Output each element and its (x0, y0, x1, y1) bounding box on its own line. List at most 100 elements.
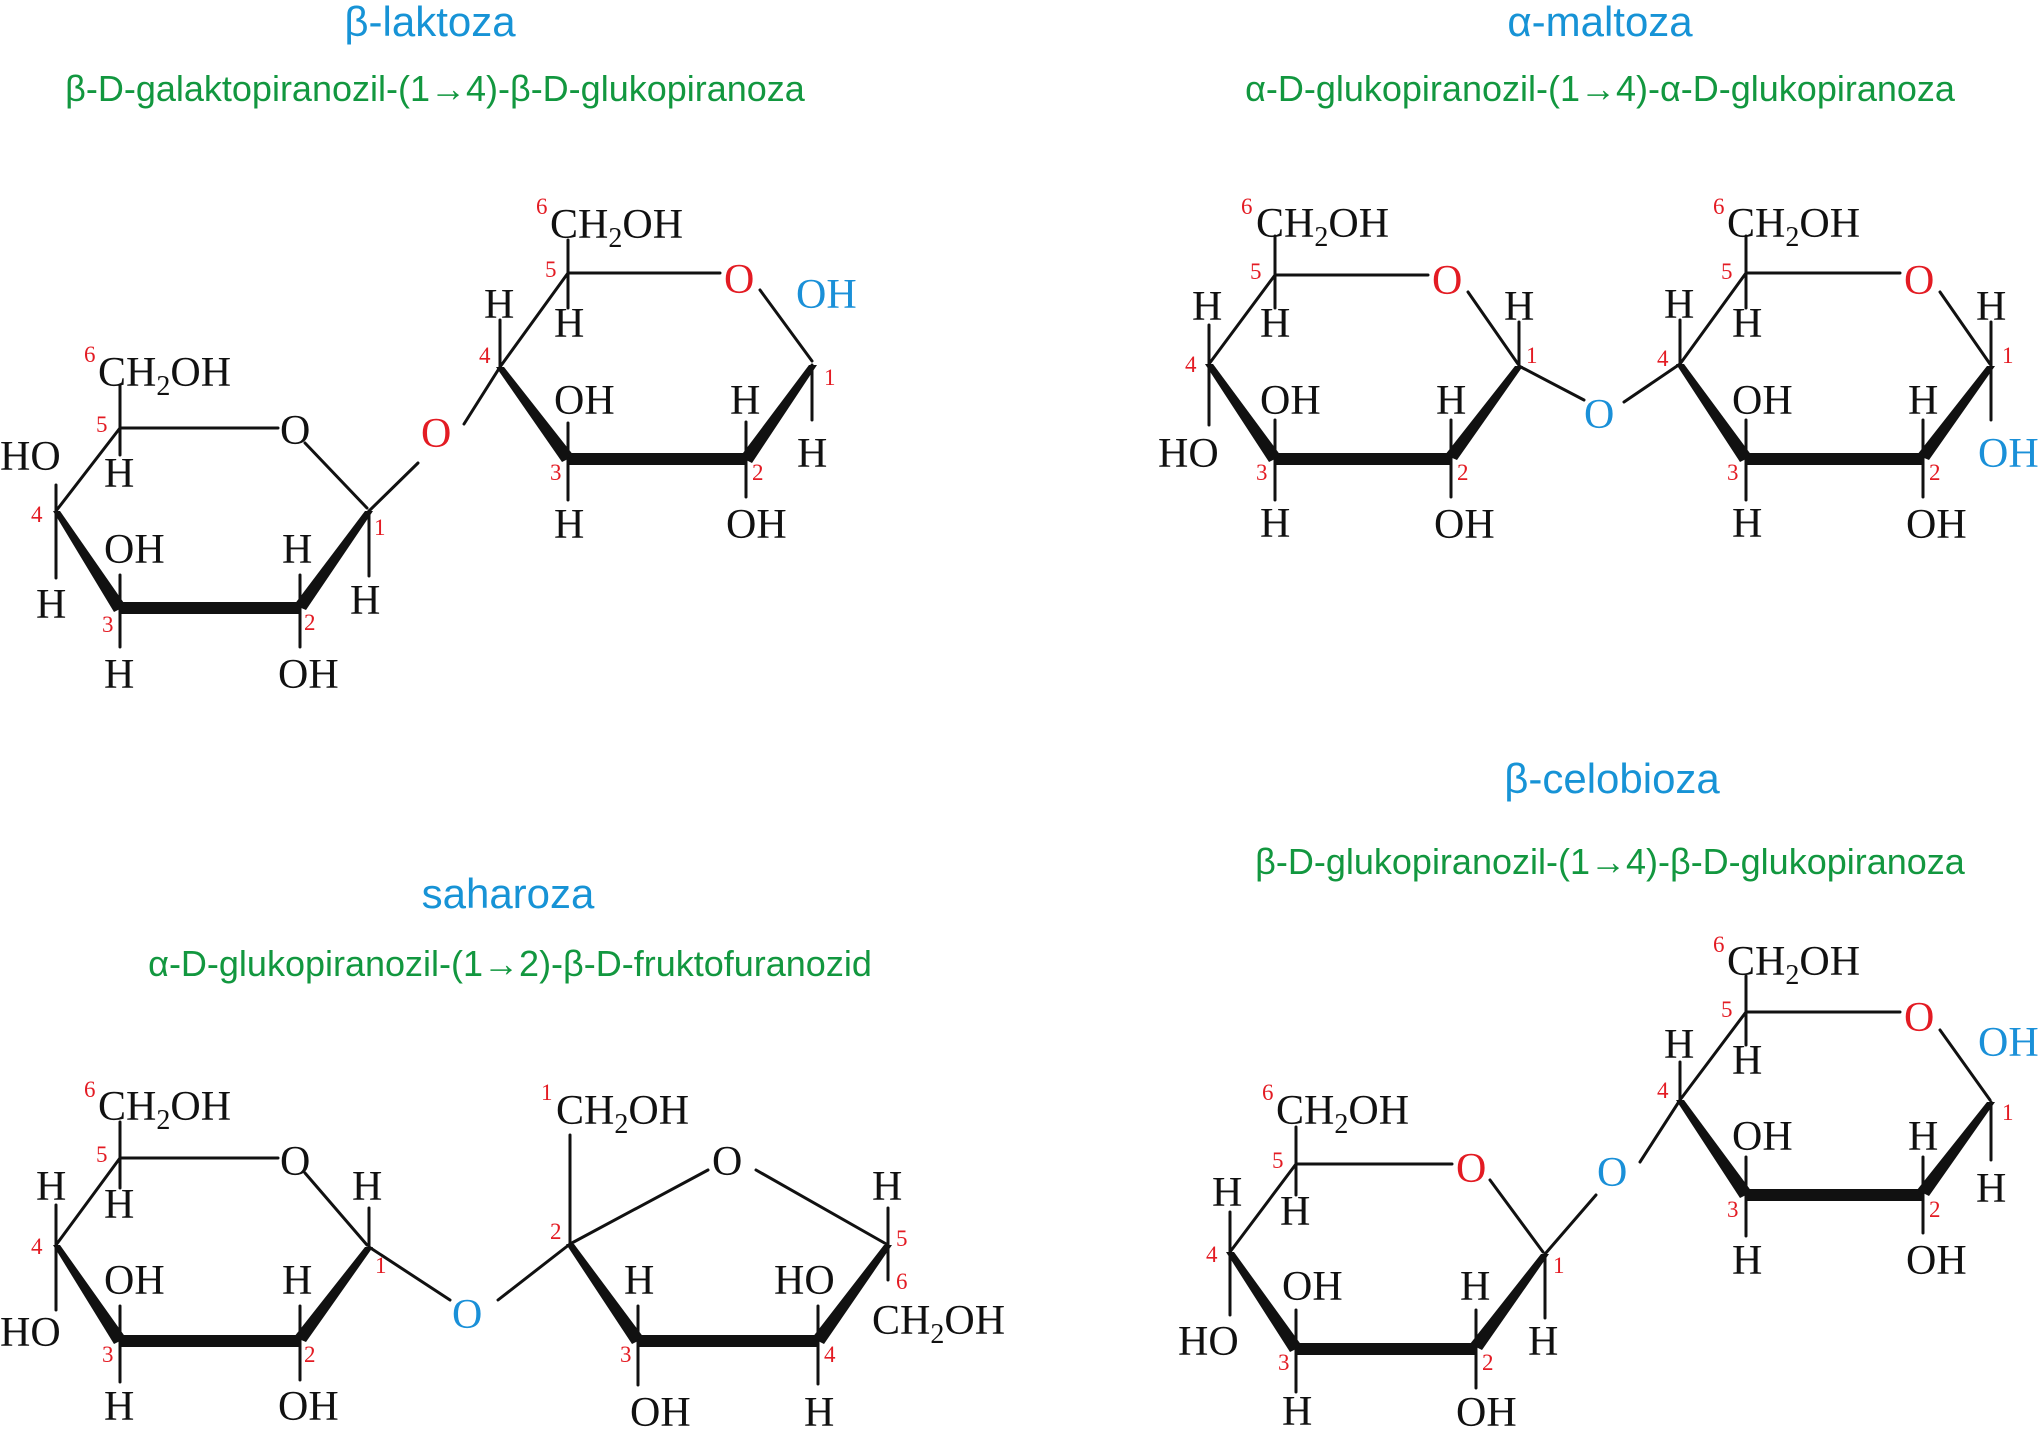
c2-number: 2 (752, 460, 764, 485)
glycosidic-oxygen: O (452, 1292, 482, 1338)
h-label: H (1504, 284, 1534, 330)
anomeric-oh: OH (1978, 431, 2039, 477)
title-saccharose: saharoza (422, 870, 595, 917)
ho-label: HO (0, 1310, 61, 1356)
c3-number: 3 (1727, 460, 1739, 485)
glucose-ring-right (1638, 974, 1995, 1238)
oh-label: OH (1732, 1114, 1793, 1160)
h-label: H (1976, 284, 2006, 330)
c5-number: 5 (96, 1142, 108, 1167)
ho-label: HO (1178, 1319, 1239, 1365)
c2-number: 2 (1482, 1350, 1494, 1375)
ring-oxygen: O (724, 257, 754, 303)
oh-label: OH (630, 1390, 691, 1429)
title-alpha-maltose: α-maltoza (1507, 0, 1693, 45)
c1-number: 1 (375, 1253, 387, 1278)
h-label: H (1664, 282, 1694, 328)
c5-number: 5 (1721, 997, 1733, 1022)
oh-label: OH (1434, 502, 1495, 548)
title-beta-cellobiose: β-celobioza (1504, 755, 1720, 802)
c2-number: 2 (1929, 460, 1941, 485)
h-label: H (484, 282, 514, 328)
h-label: H (804, 1390, 834, 1429)
oh-label: OH (104, 1258, 165, 1304)
c1-number: 1 (2002, 343, 2014, 368)
h-label: H (1260, 301, 1290, 347)
h-label: H (1436, 378, 1466, 424)
c2-number: 2 (304, 1342, 316, 1367)
c4-number: 4 (1657, 346, 1669, 371)
ch2oh-label: CH2OH (1276, 1088, 1409, 1140)
h-label: H (1460, 1264, 1490, 1310)
c5-number: 5 (1272, 1148, 1284, 1173)
oh-label: OH (278, 1384, 339, 1429)
h-label: H (282, 1258, 312, 1304)
ring-oxygen: O (1456, 1146, 1486, 1192)
c3-number: 3 (1727, 1197, 1739, 1222)
systematic-saccharose: α-D-glukopiranozil-(1→2)-β-D-fruktofuran… (148, 943, 872, 984)
c6-number: 6 (1262, 1080, 1274, 1105)
oh-label: OH (1906, 1238, 1967, 1284)
h-label: H (282, 527, 312, 573)
glucose-ring-right (1622, 234, 1995, 502)
ch2oh-label: CH2OH (1727, 939, 1860, 991)
h-label: H (797, 431, 827, 477)
c5-number: 5 (1250, 259, 1262, 284)
structure-saccharose: 6 CH2OH 5 O H H H 4 1 OH H HO 3 2 H OH O (0, 1077, 1005, 1429)
c1-number: 1 (374, 515, 386, 540)
h-label: H (554, 502, 584, 548)
ch2oh-label: CH2OH (98, 350, 231, 402)
ch2oh-label: CH2OH (872, 1298, 1005, 1350)
oh-label: OH (1260, 378, 1321, 424)
c2-number: 2 (1457, 460, 1469, 485)
h-label: H (554, 301, 584, 347)
oh-label: OH (278, 652, 339, 698)
ring-oxygen: O (1432, 258, 1462, 304)
h-label: H (730, 378, 760, 424)
glucose-ring (462, 238, 817, 502)
c6-number: 6 (1713, 932, 1725, 957)
h-label: H (1212, 1170, 1242, 1216)
oh-label: OH (1282, 1264, 1343, 1310)
h-label: H (1260, 501, 1290, 547)
structure-beta-cellobiose: 6 CH2OH 5 O H H 4 1 OH H HO H 3 2 H OH O (1178, 932, 2039, 1429)
galactose-ring (53, 383, 420, 649)
c3-number: 3 (102, 1342, 114, 1367)
ring-oxygen: O (1904, 258, 1934, 304)
c5-number: 5 (545, 257, 557, 282)
c1-number: 1 (1553, 1253, 1565, 1278)
h-label: H (104, 1384, 134, 1429)
h-label: H (104, 451, 134, 497)
anomeric-oh: OH (1978, 1020, 2039, 1066)
systematic-beta-lactose: β-D-galaktopiranozil-(1→4)-β-D-glukopira… (65, 68, 806, 109)
c2-number: 2 (1929, 1197, 1941, 1222)
c4-number: 4 (824, 1342, 836, 1367)
ring-oxygen: O (280, 408, 310, 454)
c5-number: 5 (896, 1226, 908, 1251)
titles: β-laktoza β-D-galaktopiranozil-(1→4)-β-D… (65, 0, 1966, 984)
h-label: H (872, 1164, 902, 1210)
ring-oxygen: O (280, 1139, 310, 1185)
oh-label: OH (104, 527, 165, 573)
oh-label: OH (1456, 1390, 1517, 1429)
h-label: H (36, 582, 66, 628)
h-label: H (1732, 501, 1762, 547)
c6-number: 6 (896, 1269, 908, 1294)
c1-number: 1 (1526, 343, 1538, 368)
ch2oh-label: CH2OH (1727, 201, 1860, 253)
h-label: H (350, 578, 380, 624)
structure-alpha-maltose: 6 CH2OH 5 O H H H 1 4 OH H HO 3 2 H OH O (1158, 194, 2039, 548)
c1-number: 1 (2002, 1100, 2014, 1125)
systematic-beta-cellobiose: β-D-glukopiranozil-(1→4)-β-D-glukopirano… (1255, 841, 1966, 882)
c4-number: 4 (1185, 352, 1197, 377)
h-label: H (104, 1182, 134, 1228)
h-label: H (1732, 1238, 1762, 1284)
h-label: H (1280, 1189, 1310, 1235)
ho-label: HO (774, 1258, 835, 1304)
ho-label: HO (1158, 431, 1219, 477)
glucose-ring-left (1226, 1125, 1598, 1394)
h-label: H (1282, 1389, 1312, 1429)
c3-number: 3 (620, 1342, 632, 1367)
oh-label: OH (1732, 378, 1793, 424)
h-label: H (1976, 1166, 2006, 1212)
